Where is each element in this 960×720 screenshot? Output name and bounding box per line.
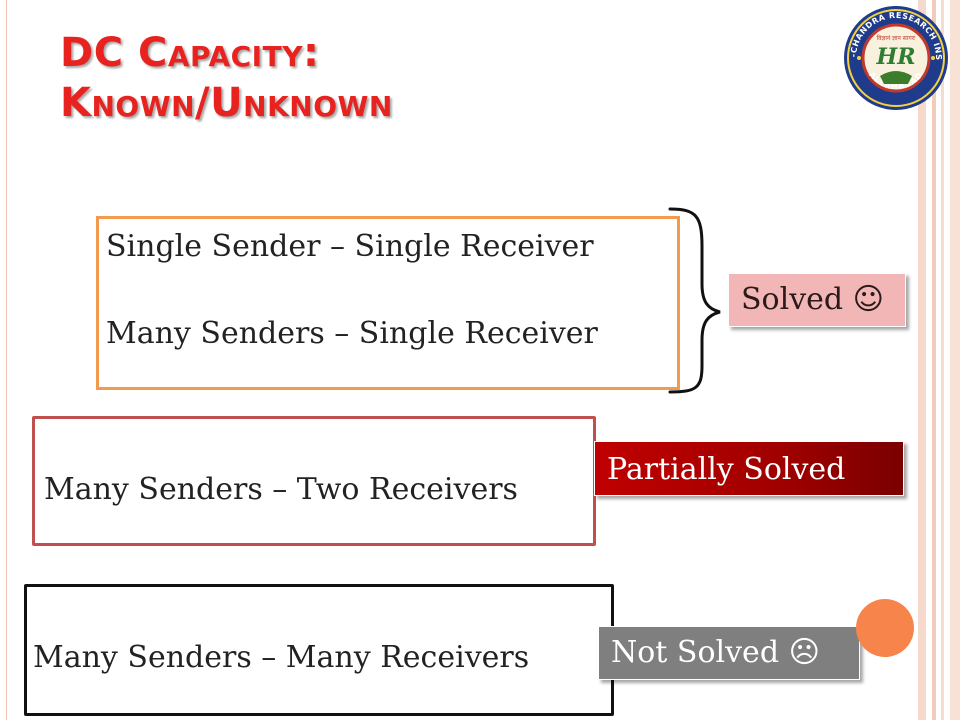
right-decor-stripe [950,0,960,720]
curly-brace-icon [668,207,721,394]
unknown-case-box [24,584,614,716]
known-case-box [96,216,680,390]
logo-monogram: HR [875,44,915,70]
case-many-senders-single-receiver: Many Senders – Single Receiver [106,316,598,351]
status-badge-not-solved: Not Solved ☹ [598,626,860,680]
right-decor-stripe [918,0,926,720]
logo-motto: विज्ञानं ज्ञान सागरः [877,34,917,42]
case-single-sender-single-receiver: Single Sender – Single Receiver [106,229,594,264]
status-badge-partially-solved: Partially Solved [594,441,904,496]
frown-icon: ☹ [788,635,820,670]
institute-logo: HARISH-CHANDRA RESEARCH INSTITUTE ALLAHA… [842,4,948,110]
right-decor-stripe [932,0,936,720]
decorative-orange-circle [856,599,914,657]
slide-title-line-1: DC Capacity: [60,30,320,76]
right-decor-stripe [941,0,944,720]
smiley-icon: ☺ [852,282,884,317]
status-partial-label: Partially Solved [607,452,846,487]
status-not-solved-label: Not Solved [611,635,780,670]
slide-title-line-2: Known/Unknown [60,80,393,126]
status-badge-solved: Solved ☺ [728,273,906,327]
status-solved-label: Solved [741,282,844,317]
partial-case-box [32,416,596,546]
case-many-senders-two-receivers: Many Senders – Two Receivers [44,472,518,507]
slide-title: DC Capacity: Known/Unknown [60,28,393,128]
case-many-senders-many-receivers: Many Senders – Many Receivers [33,640,530,675]
left-border-line [6,0,7,720]
